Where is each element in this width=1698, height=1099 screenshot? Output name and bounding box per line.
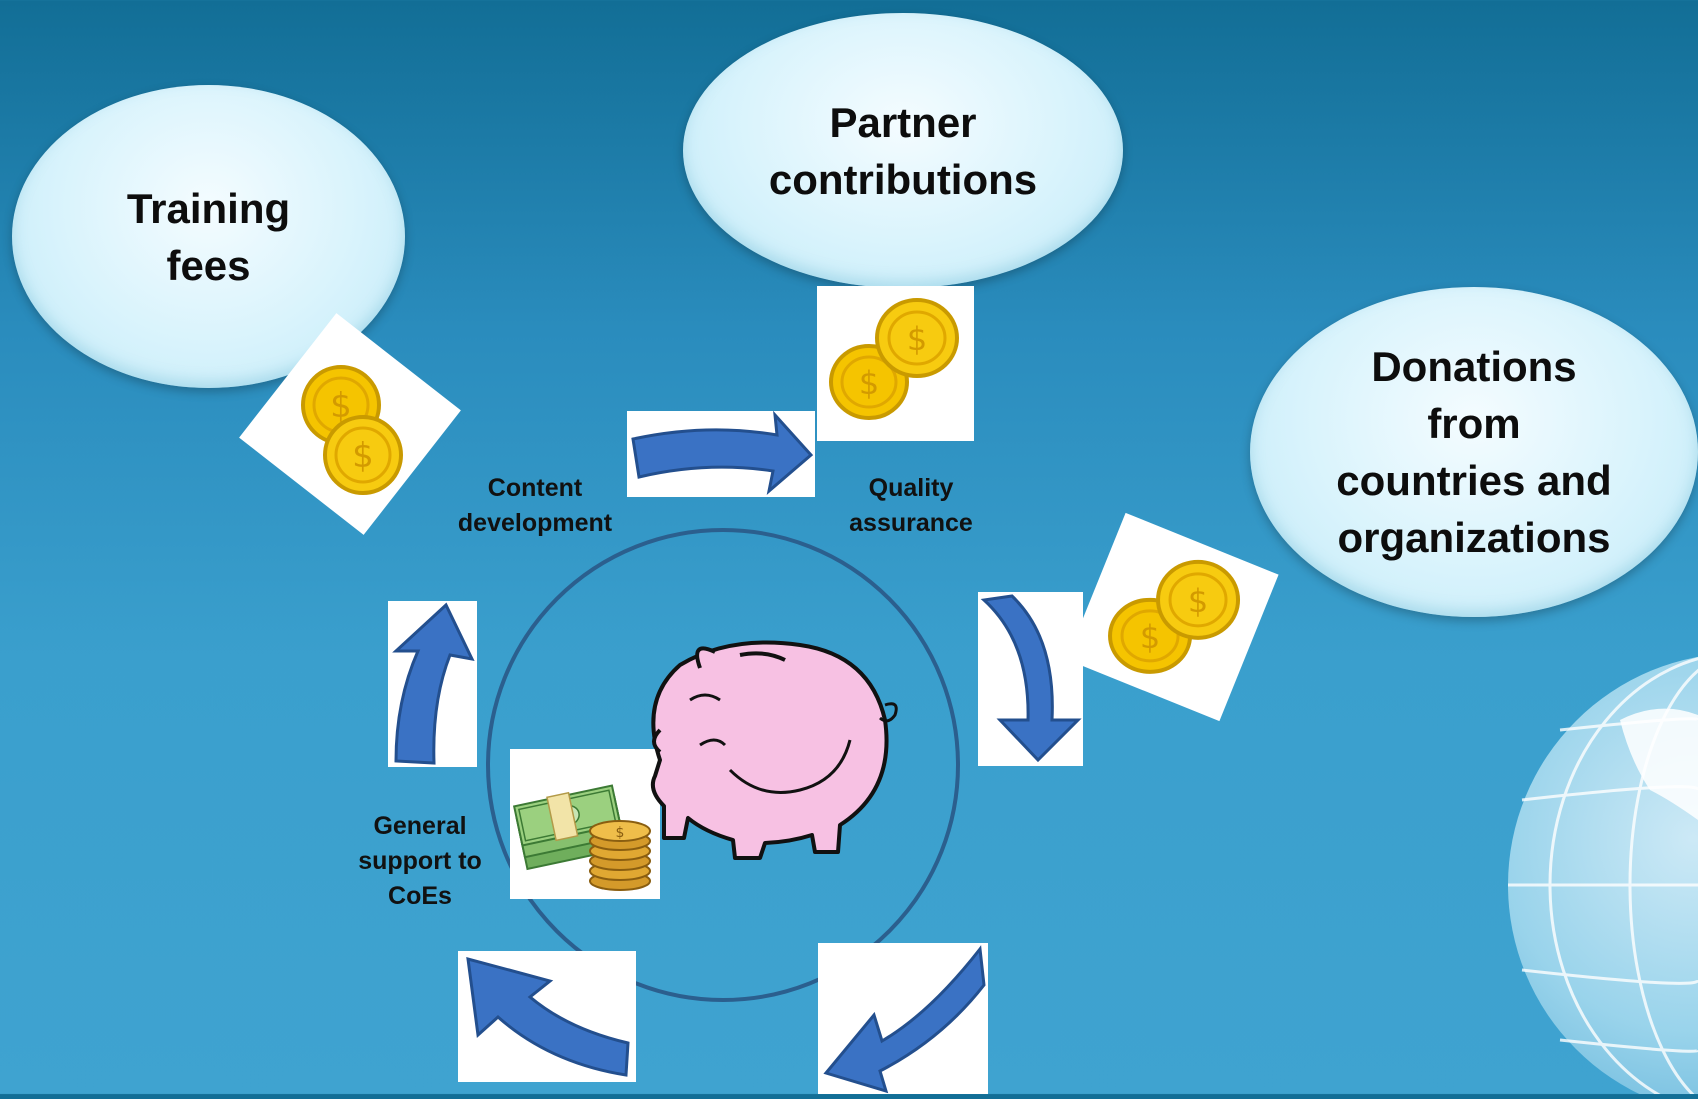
coins-card-partner: $ $ xyxy=(817,286,974,441)
gold-coins-icon: $ $ xyxy=(829,298,959,420)
curved-arrow-icon xyxy=(823,945,986,1094)
svg-text:$: $ xyxy=(352,436,374,476)
partner-contributions-label: Partner contributions xyxy=(768,98,1038,203)
gold-coins-icon: $ $ xyxy=(301,365,403,495)
donations-label: Donations from countries and organizatio… xyxy=(1336,343,1612,561)
coins-card-donations: $ $ xyxy=(1066,512,1279,722)
training-fees-label: Training fees xyxy=(126,184,291,289)
general-support-label: General support to CoEs xyxy=(358,812,482,910)
cash-card: $ xyxy=(510,749,660,899)
gold-coins-icon: $ $ xyxy=(1108,559,1241,674)
cash-stack-icon: $ xyxy=(512,784,651,891)
donations-bubble: Donations from countries and organizatio… xyxy=(1250,287,1698,617)
curved-arrow-icon xyxy=(980,594,1082,763)
svg-text:$: $ xyxy=(1188,582,1208,620)
partner-contributions-bubble: Partner contributions xyxy=(683,13,1123,288)
arrow-bottom-left xyxy=(458,951,636,1082)
svg-text:$: $ xyxy=(1140,618,1160,656)
arrow-bottom-right xyxy=(818,943,988,1094)
coins-card-training: $ $ xyxy=(239,313,461,535)
content-development-label: Content development xyxy=(457,474,613,537)
svg-text:$: $ xyxy=(859,364,879,402)
arrow-down-right xyxy=(978,592,1083,766)
arrow-up-left xyxy=(388,601,477,767)
svg-text:$: $ xyxy=(330,386,352,426)
svg-text:$: $ xyxy=(907,320,927,358)
arrow-to-quality-assurance xyxy=(627,410,815,497)
curved-arrow-icon xyxy=(392,602,475,765)
quality-assurance-label: Quality assurance xyxy=(849,474,973,537)
curved-arrow-icon xyxy=(631,410,814,495)
curved-arrow-icon xyxy=(466,956,630,1077)
svg-text:$: $ xyxy=(616,825,625,841)
